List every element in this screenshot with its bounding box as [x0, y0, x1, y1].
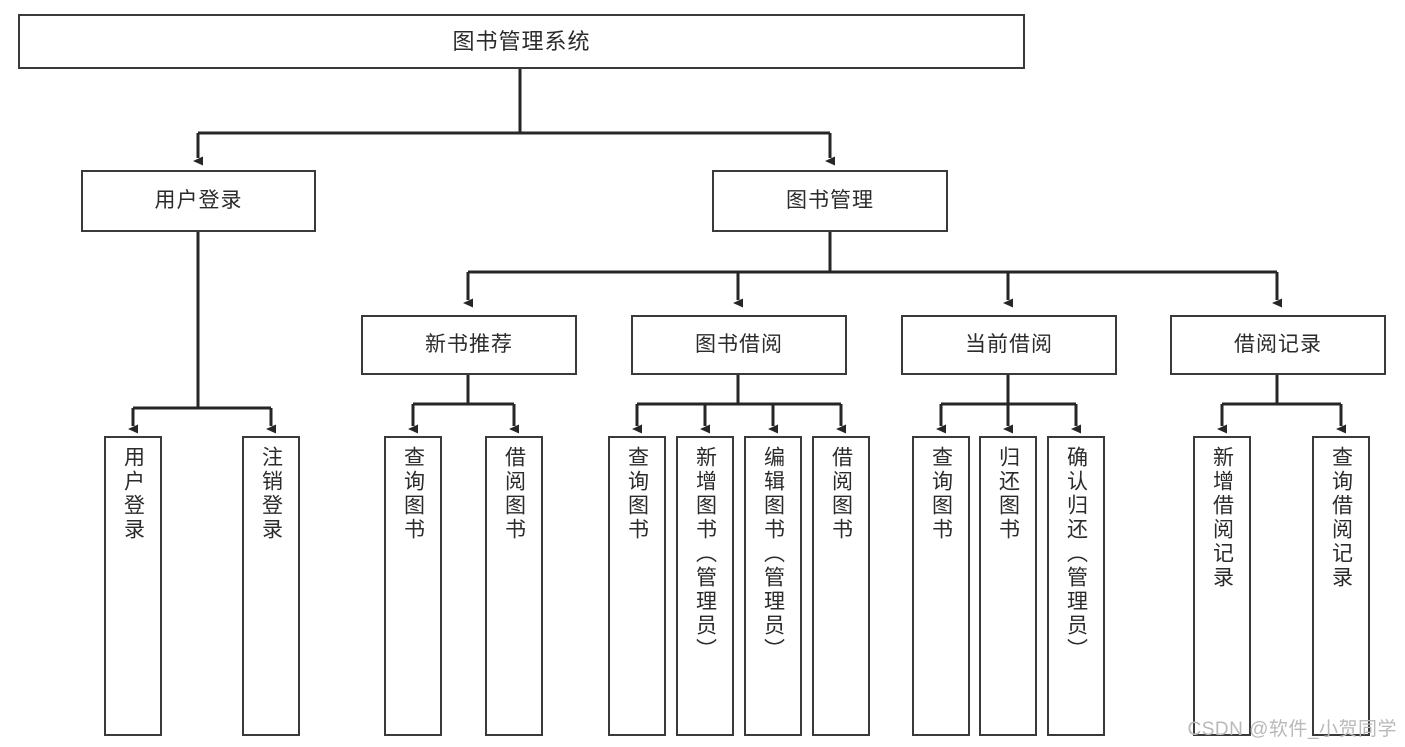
node-label: 借阅记录: [1234, 332, 1322, 356]
node-current-borrow[interactable]: 当前借阅: [901, 315, 1117, 375]
node-label: 新增借阅记录: [1210, 446, 1234, 590]
node-user-login[interactable]: 用户登录: [81, 170, 316, 232]
node-label: 图书借阅: [695, 332, 783, 356]
node-label: 图书管理系统: [452, 28, 591, 54]
node-label: 借阅图书: [502, 446, 526, 542]
node-leaf-user-login[interactable]: 用户登录: [104, 436, 162, 736]
node-leaf-query-book-borrow[interactable]: 查询图书: [608, 436, 666, 736]
node-label: 查询图书: [625, 446, 649, 542]
node-label: 用户登录: [121, 446, 145, 542]
node-label: 归还图书: [996, 446, 1020, 542]
node-leaf-confirm-return-admin[interactable]: 确认归还（管理员）: [1047, 436, 1105, 736]
node-label: 图书管理: [786, 188, 874, 212]
node-leaf-borrow-book[interactable]: 借阅图书: [812, 436, 870, 736]
node-leaf-query-book-current[interactable]: 查询图书: [912, 436, 970, 736]
node-label: 查询图书: [929, 446, 953, 542]
node-label: 注销登录: [259, 446, 283, 542]
node-leaf-return-book[interactable]: 归还图书: [979, 436, 1037, 736]
node-label: 当前借阅: [965, 332, 1053, 356]
node-leaf-add-borrow-record[interactable]: 新增借阅记录: [1193, 436, 1251, 736]
node-borrow-record[interactable]: 借阅记录: [1170, 315, 1386, 375]
node-root-system[interactable]: 图书管理系统: [18, 14, 1025, 69]
node-leaf-query-borrow-record[interactable]: 查询借阅记录: [1312, 436, 1370, 736]
node-leaf-add-book-admin[interactable]: 新增图书（管理员）: [676, 436, 734, 736]
node-book-management[interactable]: 图书管理: [712, 170, 948, 232]
node-label: 新增图书（管理员）: [693, 446, 717, 662]
node-label: 借阅图书: [829, 446, 853, 542]
node-leaf-query-book-recommend[interactable]: 查询图书: [384, 436, 442, 736]
node-label: 查询图书: [401, 446, 425, 542]
node-label: 用户登录: [154, 188, 243, 212]
node-label: 新书推荐: [425, 332, 513, 356]
node-book-borrow[interactable]: 图书借阅: [631, 315, 847, 375]
node-label: 编辑图书（管理员）: [761, 446, 785, 662]
node-new-book-recommend[interactable]: 新书推荐: [361, 315, 577, 375]
watermark-text: CSDN @软件_小贺同学: [1187, 719, 1397, 740]
node-label: 确认归还（管理员）: [1064, 446, 1088, 662]
node-leaf-logout[interactable]: 注销登录: [242, 436, 300, 736]
node-leaf-borrow-book-recommend[interactable]: 借阅图书: [485, 436, 543, 736]
node-label: 查询借阅记录: [1329, 446, 1353, 590]
node-leaf-edit-book-admin[interactable]: 编辑图书（管理员）: [744, 436, 802, 736]
